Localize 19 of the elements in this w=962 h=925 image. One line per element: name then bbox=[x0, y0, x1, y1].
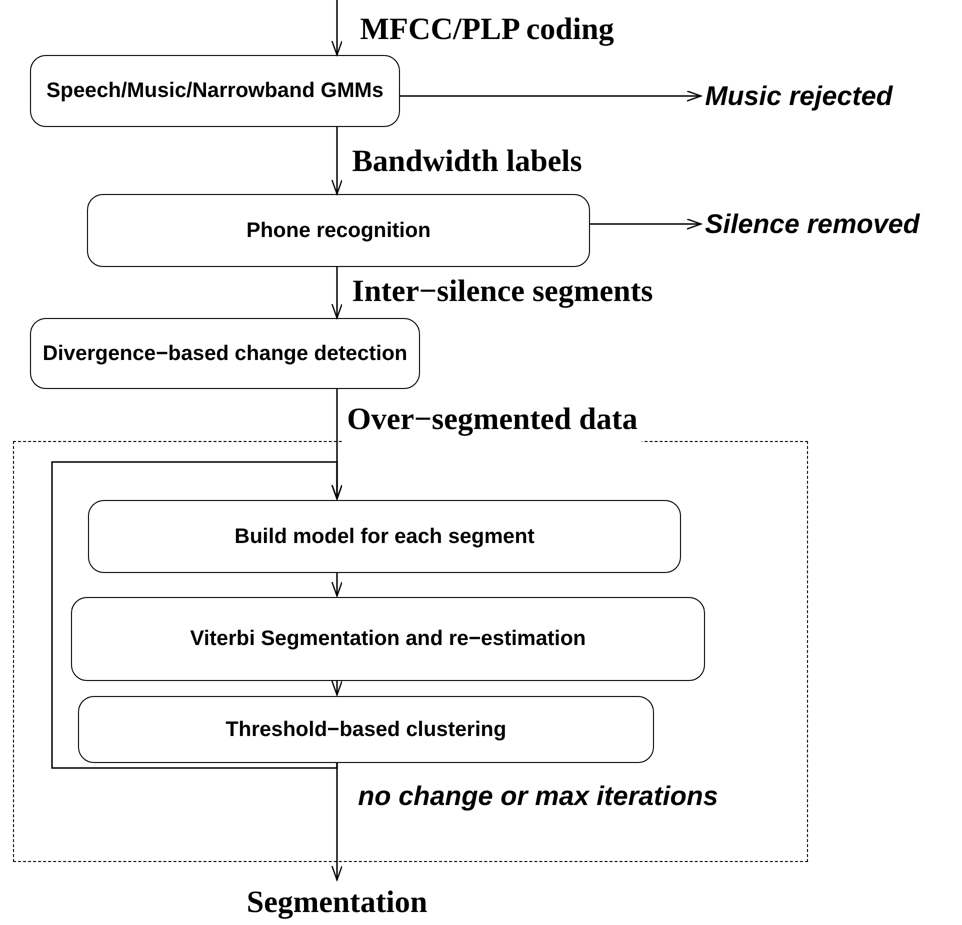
process-box: Speech/Music/Narrowband GMMs bbox=[30, 55, 400, 127]
arrow bbox=[331, 127, 343, 195]
arrow bbox=[331, 572, 343, 597]
process-box: Build model for each segment bbox=[88, 500, 681, 573]
output-text: Music rejected bbox=[705, 78, 960, 114]
process-box: Phone recognition bbox=[87, 194, 590, 267]
arrow bbox=[51, 461, 343, 769]
arrow bbox=[331, 762, 343, 881]
output-text: Silence removed bbox=[705, 206, 960, 242]
arrow bbox=[590, 218, 702, 230]
arrow bbox=[331, 267, 343, 319]
output-text: Segmentation bbox=[222, 880, 452, 924]
arrow bbox=[400, 90, 702, 102]
arrow bbox=[331, 0, 343, 56]
process-box: Viterbi Segmentation and re−estimation bbox=[71, 597, 705, 681]
arrow bbox=[331, 680, 343, 696]
dashed-group-box bbox=[13, 441, 808, 862]
process-box: Divergence−based change detection bbox=[30, 318, 420, 389]
process-box: Threshold−based clustering bbox=[78, 696, 654, 763]
